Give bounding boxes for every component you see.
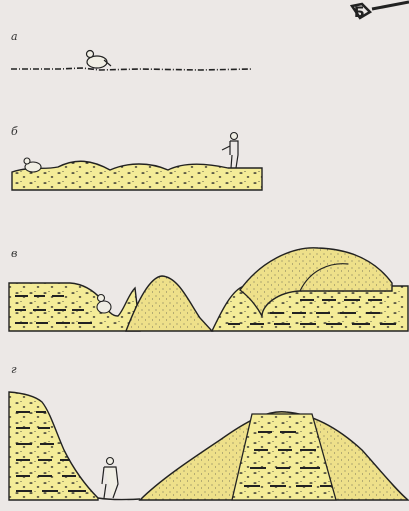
digging-excavator: [97, 295, 111, 314]
ground-line: [11, 68, 252, 70]
sediment-layer: [12, 161, 262, 190]
panel-v-label: в: [11, 247, 17, 260]
crouching-excavator: [87, 51, 112, 69]
pit-floor: [98, 498, 140, 500]
panel-b: б: [11, 125, 262, 190]
panel-v: в: [9, 247, 408, 331]
kneeling-excavator: [24, 158, 41, 172]
panel-a-label: а: [11, 30, 18, 43]
panel-g-label: г: [11, 363, 17, 376]
middle-dune: [126, 276, 212, 331]
bottom-excavator: [102, 458, 118, 499]
panel-a: а: [11, 30, 252, 70]
left-strata-block: [9, 283, 140, 331]
standing-observer: [222, 133, 238, 169]
left-cliff-block: [9, 392, 98, 500]
panel-g: г: [9, 363, 408, 500]
corner-hand-mark: Б: [352, 2, 409, 21]
panel-b-label: б: [11, 125, 18, 138]
corner-mark-text: Б: [354, 5, 365, 21]
